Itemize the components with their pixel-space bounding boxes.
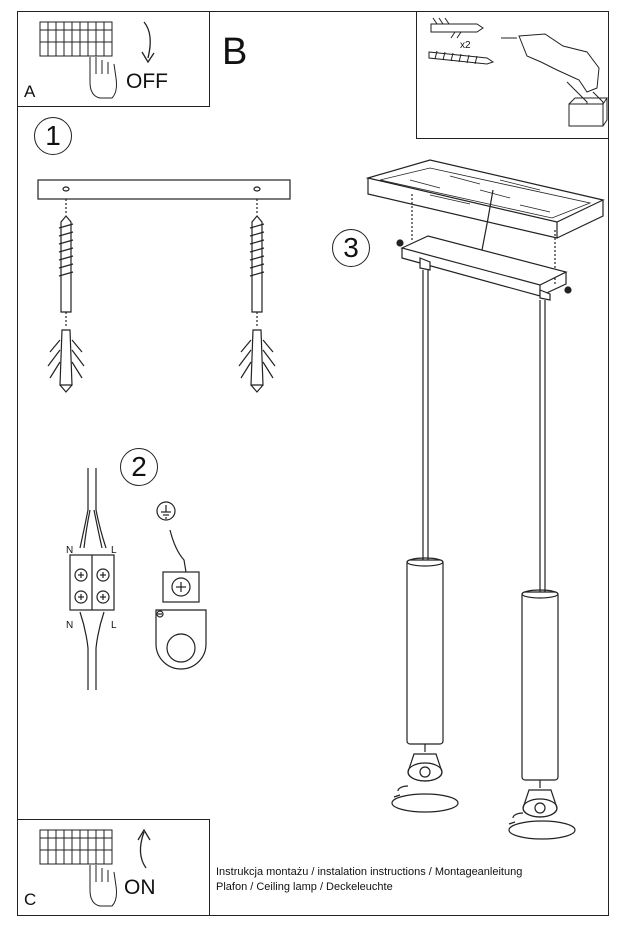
panel-b-letter: B bbox=[222, 31, 248, 73]
wall-plug-left bbox=[47, 329, 85, 393]
neutral-label-bottom: N bbox=[66, 620, 74, 631]
live-label-top: L bbox=[111, 545, 117, 556]
drill-icon bbox=[501, 33, 608, 127]
neutral-label-top: N bbox=[66, 545, 74, 556]
pendant-cable-left bbox=[422, 270, 429, 562]
caption-instructions: Instrukcja montażu / instalation instruc… bbox=[216, 866, 523, 878]
power-on-label: ON bbox=[124, 876, 156, 899]
panel-a: A OFF bbox=[17, 11, 210, 107]
terminal-connector-diagram bbox=[69, 468, 115, 690]
pendant-lamp-left bbox=[391, 557, 459, 813]
ground-terminal-diagram bbox=[155, 501, 207, 670]
ceiling-canopy-diagram bbox=[365, 159, 605, 285]
screw-right bbox=[249, 215, 265, 328]
step-2-marker: 2 bbox=[120, 448, 158, 486]
panel-a-letter: A bbox=[24, 82, 36, 101]
fuse-box-on-icon bbox=[39, 828, 151, 907]
mounting-bar-diagram bbox=[37, 179, 291, 215]
panel-c: C ON bbox=[17, 819, 210, 916]
step-1-marker: 1 bbox=[34, 117, 72, 155]
pendant-lamp-right bbox=[508, 589, 576, 840]
quantity-label: x2 bbox=[460, 40, 471, 51]
power-off-label: OFF bbox=[126, 70, 168, 93]
caption-product: Plafon / Ceiling lamp / Deckeleuchte bbox=[216, 881, 393, 893]
live-label-bottom: L bbox=[111, 620, 117, 631]
screw-left bbox=[58, 215, 74, 328]
tools-panel: x2 bbox=[416, 11, 609, 139]
screw-icon bbox=[428, 50, 495, 65]
panel-c-letter: C bbox=[24, 890, 37, 909]
tools-illustration bbox=[428, 17, 608, 127]
wall-plug-right bbox=[238, 329, 276, 393]
step-3-marker: 3 bbox=[332, 229, 370, 267]
fuse-box-off-icon bbox=[39, 21, 155, 99]
page-frame bbox=[17, 11, 609, 916]
wall-plug-icon bbox=[430, 17, 484, 39]
pendant-cable-right bbox=[539, 300, 546, 592]
mounting-rail-diagram bbox=[396, 235, 572, 301]
